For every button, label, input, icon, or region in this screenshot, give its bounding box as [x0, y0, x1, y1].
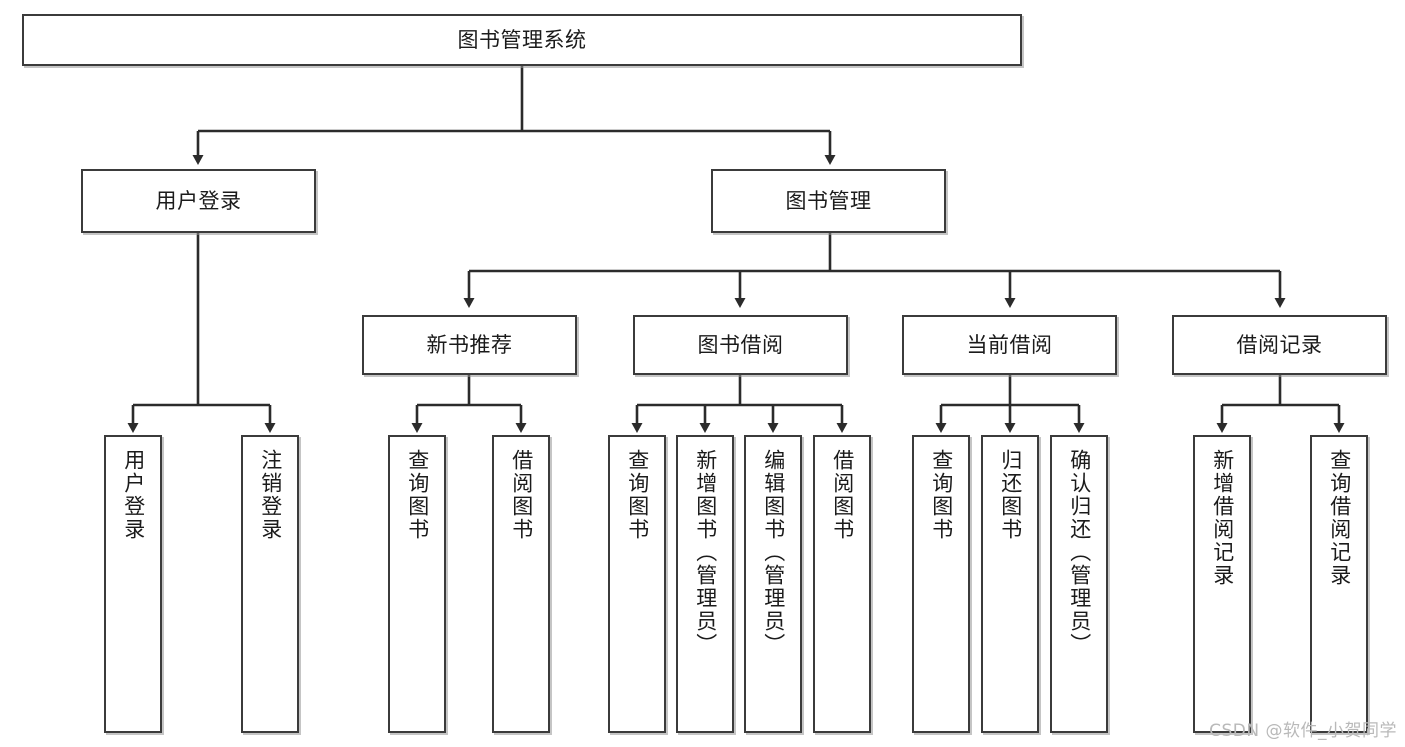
leaf-confirm-return-admin[interactable]: 确认归还（管理员）: [1050, 435, 1108, 733]
leaf-edit-book-admin[interactable]: 编辑图书（管理员）: [744, 435, 802, 733]
leaf-borrow-book-label: 借阅图书: [830, 449, 855, 541]
node-current-borrow[interactable]: 当前借阅: [902, 315, 1117, 375]
node-book-borrow-label: 图书借阅: [697, 332, 784, 357]
leaf-borrow-book-recommend-label: 借阅图书: [509, 449, 534, 541]
node-user-login[interactable]: 用户登录: [81, 169, 316, 233]
leaf-add-book-admin[interactable]: 新增图书（管理员）: [676, 435, 734, 733]
node-borrow-record[interactable]: 借阅记录: [1172, 315, 1387, 375]
leaf-borrow-book[interactable]: 借阅图书: [813, 435, 871, 733]
leaf-query-book-current-label: 查询图书: [929, 449, 954, 541]
leaf-query-book-recommend-label: 查询图书: [405, 449, 430, 541]
leaf-borrow-book-recommend[interactable]: 借阅图书: [492, 435, 550, 733]
node-book-borrow[interactable]: 图书借阅: [633, 315, 848, 375]
node-borrow-record-label: 借阅记录: [1236, 332, 1323, 357]
node-root-label: 图书管理系统: [457, 27, 587, 52]
leaf-query-book-current[interactable]: 查询图书: [912, 435, 970, 733]
leaf-logout[interactable]: 注销登录: [241, 435, 299, 733]
leaf-user-login-label: 用户登录: [121, 449, 146, 541]
leaf-return-book-label: 归还图书: [998, 449, 1023, 541]
node-current-borrow-label: 当前借阅: [966, 332, 1053, 357]
node-book-management[interactable]: 图书管理: [711, 169, 946, 233]
watermark-text: CSDN @软件_小贺同学: [1209, 721, 1397, 741]
leaf-add-borrow-record[interactable]: 新增借阅记录: [1193, 435, 1251, 733]
leaf-edit-book-admin-label: 编辑图书（管理员）: [761, 449, 786, 656]
leaf-confirm-return-admin-label: 确认归还（管理员）: [1067, 449, 1092, 656]
leaf-query-book-borrow[interactable]: 查询图书: [608, 435, 666, 733]
node-book-management-label: 图书管理: [785, 188, 872, 213]
node-new-book-recommend-label: 新书推荐: [426, 332, 513, 357]
leaf-logout-label: 注销登录: [258, 449, 283, 541]
leaf-query-book-recommend[interactable]: 查询图书: [388, 435, 446, 733]
leaf-query-borrow-record[interactable]: 查询借阅记录: [1310, 435, 1368, 733]
leaf-add-book-admin-label: 新增图书（管理员）: [693, 449, 718, 656]
leaf-add-borrow-record-label: 新增借阅记录: [1210, 449, 1235, 587]
node-user-login-label: 用户登录: [155, 188, 242, 213]
leaf-user-login[interactable]: 用户登录: [104, 435, 162, 733]
node-new-book-recommend[interactable]: 新书推荐: [362, 315, 577, 375]
leaf-return-book[interactable]: 归还图书: [981, 435, 1039, 733]
leaf-query-book-borrow-label: 查询图书: [625, 449, 650, 541]
leaf-query-borrow-record-label: 查询借阅记录: [1327, 449, 1352, 587]
node-root[interactable]: 图书管理系统: [22, 14, 1022, 66]
